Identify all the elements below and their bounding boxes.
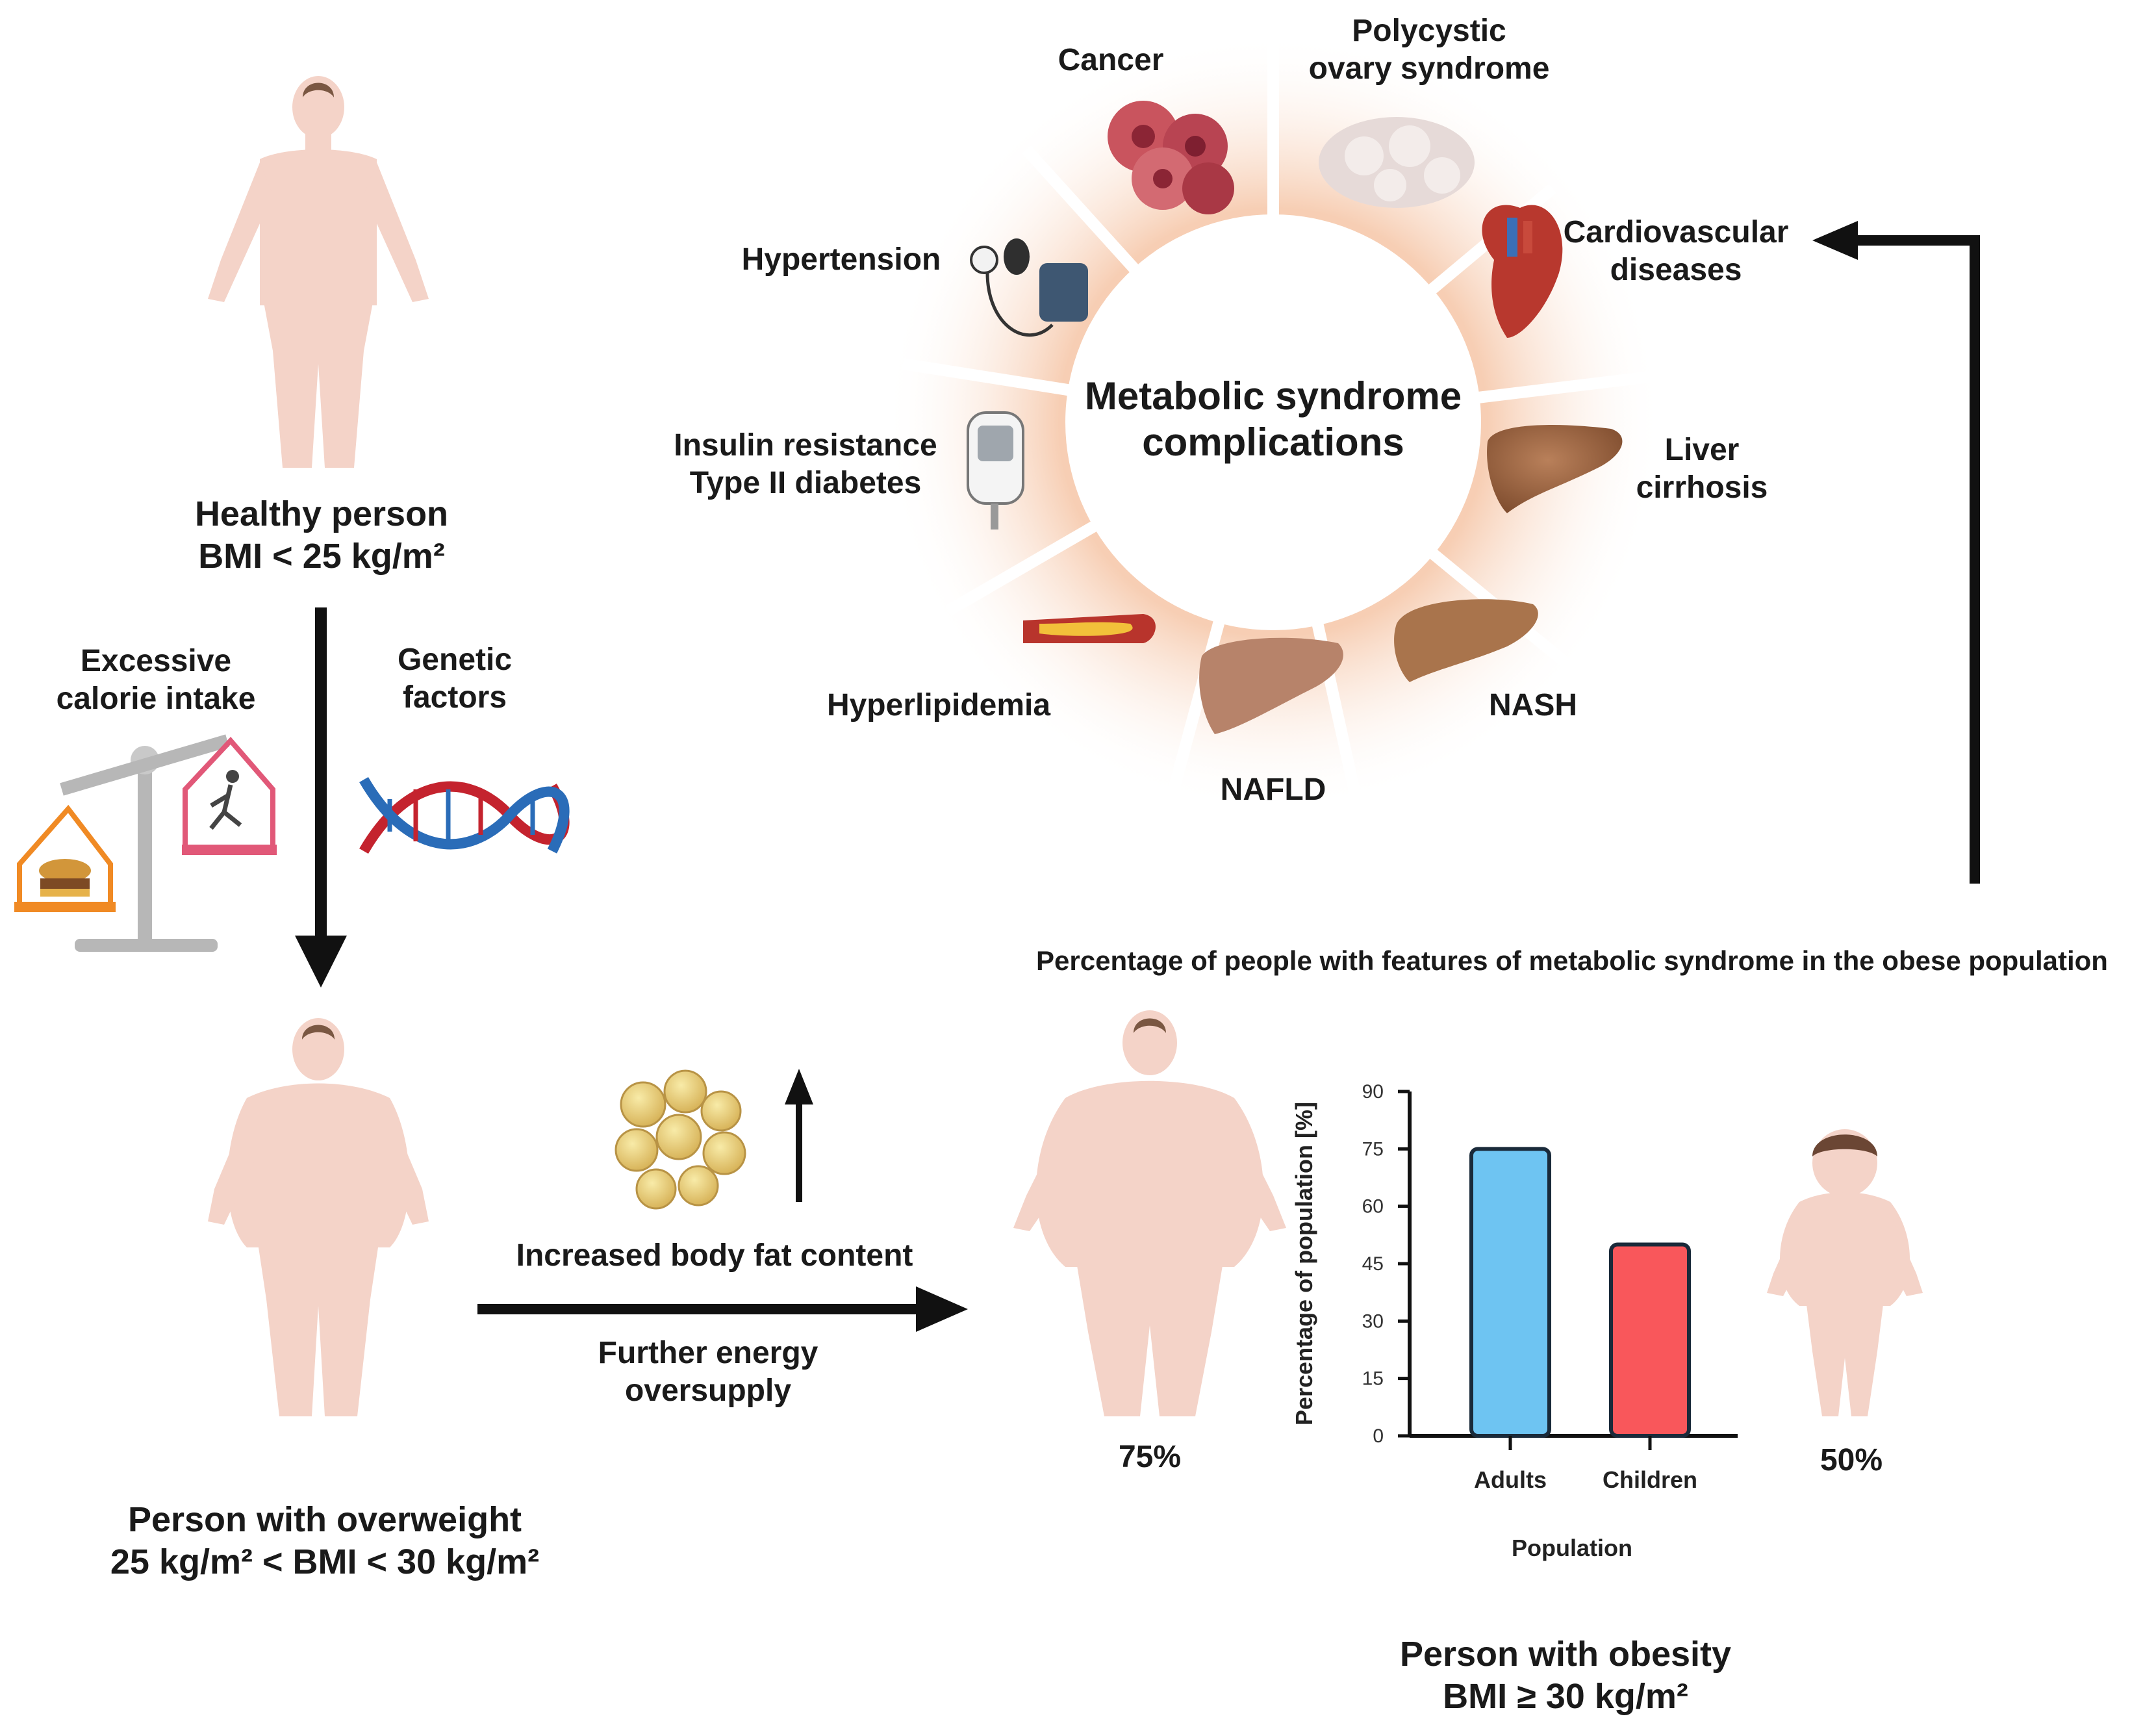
wheel-center-title-2: complications <box>1142 420 1404 464</box>
x-tick-label-children: Children <box>1603 1466 1697 1493</box>
insulin-label-1: Insulin resistance <box>674 428 937 463</box>
child-percentage: 50% <box>1820 1443 1883 1477</box>
insulin-label-2: Type II diabetes <box>689 466 922 500</box>
bar-adults <box>1469 1147 1551 1438</box>
hyperlipidemia-label: Hyperlipidemia <box>826 688 1051 722</box>
chart-title: Percentage of people with features of me… <box>1036 945 2108 976</box>
calorie-intake-label-2: calorie intake <box>56 682 256 716</box>
x-tick-label-adults: Adults <box>1474 1466 1547 1493</box>
healthy-bmi: BMI < 25 kg/m² <box>198 537 445 576</box>
energy-oversupply-label-2: oversupply <box>624 1373 792 1408</box>
right-arrow <box>477 1286 968 1332</box>
healthy-person-figure <box>208 76 429 468</box>
y-axis-title: Percentage of population [%] <box>1291 1102 1317 1425</box>
wheel-center-title-1: Metabolic syndrome <box>1084 374 1462 418</box>
obesity-bmi: BMI ≥ 30 kg/m² <box>1443 1677 1688 1716</box>
calorie-intake-label-1: Excessive <box>80 644 232 678</box>
pcos-label-1: Polycystic <box>1352 14 1506 48</box>
x-axis-title: Population <box>1512 1535 1632 1561</box>
y-tick-label: 75 <box>1362 1138 1384 1160</box>
cardio-label-2: diseases <box>1610 253 1742 287</box>
pcos-label-2: ovary syndrome <box>1308 51 1550 86</box>
artery-plaque-icon <box>1023 614 1156 643</box>
dna-helix-icon <box>359 776 570 854</box>
body-fat-label: Increased body fat content <box>516 1238 913 1273</box>
genetic-factors-label-1: Genetic <box>397 643 513 677</box>
overweight-person-figure <box>208 1018 429 1416</box>
obese-child-figure <box>1767 1129 1923 1416</box>
y-tick-label: 90 <box>1362 1081 1384 1103</box>
up-arrow <box>785 1069 813 1202</box>
cancer-cells-icon <box>1108 101 1234 214</box>
nafld-liver-icon <box>1199 637 1343 734</box>
adult-percentage: 75% <box>1118 1440 1182 1474</box>
glucometer-icon <box>967 411 1024 530</box>
y-tick-label: 60 <box>1362 1196 1384 1218</box>
y-tick-label: 15 <box>1362 1368 1384 1390</box>
overweight-bmi: 25 kg/m² < BMI < 30 kg/m² <box>110 1542 540 1581</box>
liver-cirrhosis-label-2: cirrhosis <box>1636 470 1768 505</box>
feedback-arrow <box>1812 221 1980 884</box>
healthy-title: Healthy person <box>194 494 449 533</box>
obesity-title: Person with obesity <box>1399 1635 1732 1674</box>
obese-adult-figure <box>1013 1010 1286 1416</box>
ovary-cyst-icon <box>1319 117 1475 208</box>
liver-cirrhosis-label-1: Liver <box>1664 433 1740 467</box>
down-arrow <box>295 607 347 988</box>
hypertension-label: Hypertension <box>741 242 941 277</box>
energy-oversupply-label-1: Further energy <box>598 1336 818 1370</box>
overweight-title: Person with overweight <box>127 1500 522 1539</box>
liver-cirrhosis-icon <box>1487 425 1623 513</box>
balance-scale-icon <box>14 734 277 952</box>
cancer-label: Cancer <box>1058 43 1164 77</box>
nash-label: NASH <box>1488 688 1577 722</box>
heart-icon <box>1482 205 1563 338</box>
blood-pressure-monitor-icon <box>970 238 1088 337</box>
y-tick-label: 45 <box>1362 1253 1384 1275</box>
cardio-label-1: Cardiovascular <box>1563 215 1789 249</box>
bar-children <box>1609 1242 1691 1438</box>
nash-liver-icon <box>1394 599 1538 682</box>
nafld-label: NAFLD <box>1220 772 1326 807</box>
y-tick-label: 0 <box>1373 1425 1384 1447</box>
fat-cells-icon <box>615 1069 746 1210</box>
y-tick-label: 30 <box>1362 1310 1384 1332</box>
genetic-factors-label-2: factors <box>402 680 507 715</box>
bar-chart: 0 15 30 45 60 75 90 Adults Children Percentage … <box>1291 1081 1738 1561</box>
